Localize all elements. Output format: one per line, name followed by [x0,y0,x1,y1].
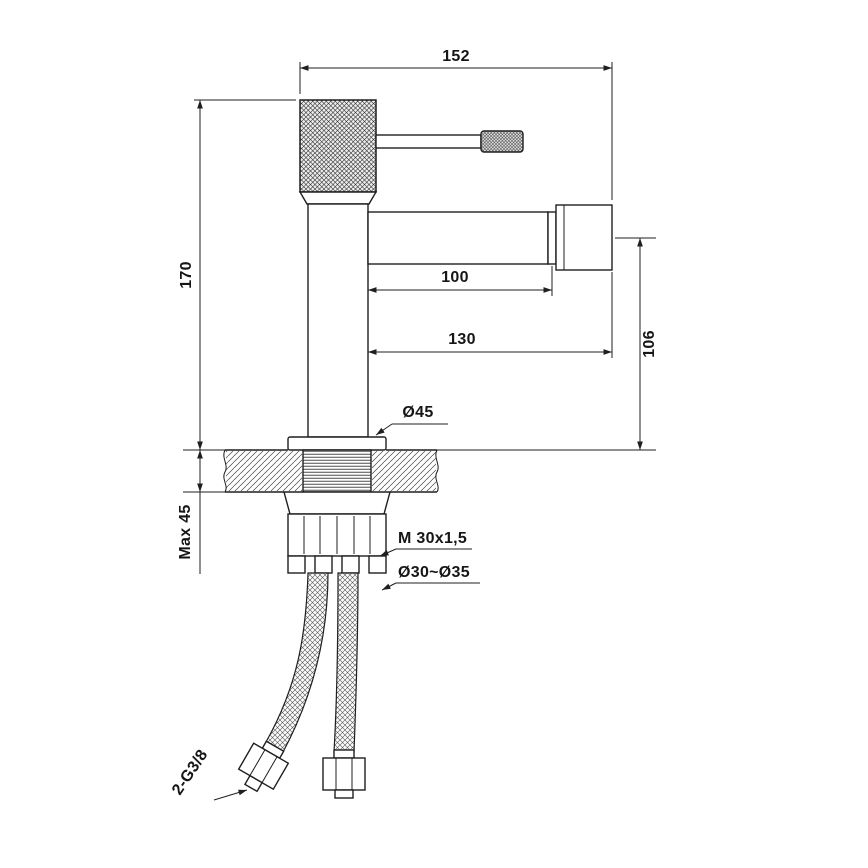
g38-label: 2-G3/8 [169,747,211,799]
nut-castellation [341,555,360,574]
supply-hoses [237,572,366,799]
lever-grip [480,130,524,153]
hose-fitting-right [322,749,366,799]
dimension-106: 106 [437,237,658,451]
dimension-130: 130 [368,272,613,358]
mounting-hardware [283,491,391,574]
thread-tip [243,774,264,793]
faucet-body-column [307,203,369,438]
nut-castellation [368,555,387,574]
deck-break-line-left [223,449,227,493]
threaded-shank [302,449,372,493]
dimension-100: 100 [368,266,553,296]
dim-106-label: 106 [641,330,658,358]
deck-hatch-right [372,451,436,491]
mounting-washer [283,491,391,515]
label-hose-thread: 2-G3/8 [169,747,248,801]
dia45-label: Ø45 [402,404,433,421]
m30-label: M 30x1,5 [398,530,467,547]
label-hole-diameter: Ø30~Ø35 [381,564,480,591]
max45-label: Max 45 [177,504,194,559]
handle-collar [298,191,378,205]
aerator-cap [555,204,613,271]
faucet-assembly [287,99,613,451]
dia30-35-label: Ø30~Ø35 [398,564,470,581]
nut-castellation [287,555,306,574]
dim-170-label: 170 [178,261,195,289]
deck-hatch-left [226,451,302,491]
dim-152-label: 152 [442,48,470,65]
dim-130-label: 130 [448,331,476,348]
hex-nut [322,757,366,791]
nut-castellation [314,555,333,574]
knurled-handle [299,99,377,193]
braided-hose-left [265,572,329,755]
base-flange [287,436,387,451]
hose-fitting-left [237,740,290,793]
label-shank-thread: M 30x1,5 [379,530,472,557]
label-base-diameter: Ø45 [375,404,448,436]
spout [367,211,549,265]
dimension-170: 170 [178,99,296,451]
thread-tip [334,789,354,799]
lever-rod [375,134,482,149]
deck-section [223,449,439,493]
dim-100-label: 100 [441,269,469,286]
spout-groove [547,211,557,265]
dimension-max45: Max 45 [177,450,225,574]
deck-break-line-right [435,449,439,493]
braided-hose-right [333,572,359,753]
dimension-152: 152 [299,48,613,200]
